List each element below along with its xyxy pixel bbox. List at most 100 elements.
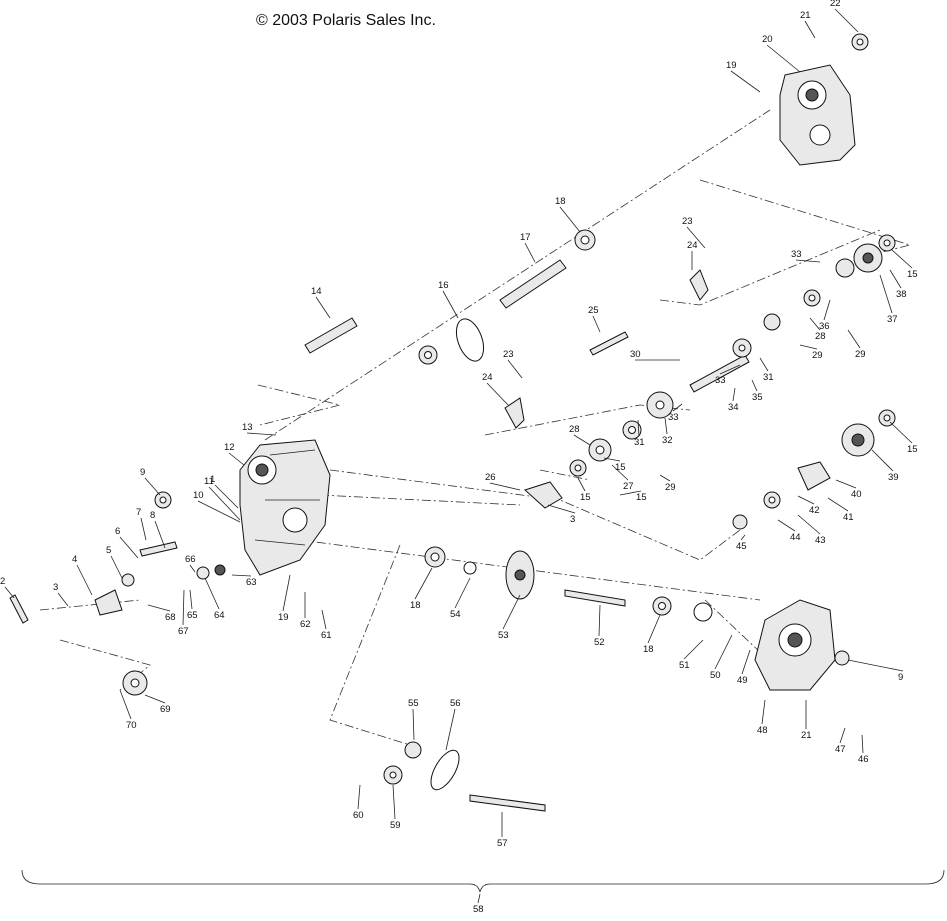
callout-number: 21 bbox=[801, 730, 812, 741]
leader-line bbox=[442, 290, 459, 319]
leader-line bbox=[871, 449, 894, 472]
callout-number: 29 bbox=[855, 349, 866, 360]
callout-number: 33 bbox=[715, 375, 726, 386]
leader-line bbox=[445, 708, 456, 751]
leader-line bbox=[454, 577, 471, 609]
leader-line bbox=[619, 490, 642, 496]
leader-line bbox=[76, 564, 93, 596]
callout-number: 27 bbox=[623, 481, 634, 492]
callout-number: 29 bbox=[812, 350, 823, 361]
callout-number: 48 bbox=[757, 725, 768, 736]
leader-line bbox=[839, 727, 846, 744]
leader-line bbox=[809, 317, 821, 331]
leader-line bbox=[214, 484, 239, 509]
leader-line bbox=[559, 206, 581, 233]
leader-line bbox=[321, 609, 327, 630]
leader-line bbox=[204, 577, 220, 610]
callout-number: 23 bbox=[682, 216, 693, 227]
side-cover bbox=[754, 599, 836, 691]
callout-number: 33 bbox=[668, 412, 679, 423]
callout-number: 45 bbox=[736, 541, 747, 552]
callout-number: 2 bbox=[0, 576, 5, 587]
callout-number: 29 bbox=[665, 482, 676, 493]
leader-line bbox=[246, 432, 277, 436]
callout-number: 23 bbox=[503, 349, 514, 360]
leader-line bbox=[761, 699, 766, 725]
callout-number: 64 bbox=[214, 610, 225, 621]
callout-number: 11 bbox=[204, 476, 214, 487]
callout-number: 18 bbox=[410, 600, 421, 611]
callout-number: 16 bbox=[438, 280, 449, 291]
shafts bbox=[9, 259, 750, 812]
leader-line bbox=[189, 589, 193, 610]
callout-number: 31 bbox=[634, 437, 645, 448]
callout-number: 24 bbox=[687, 240, 698, 251]
leader-line bbox=[759, 357, 769, 372]
leader-line bbox=[282, 574, 291, 612]
leader-line bbox=[110, 555, 123, 579]
leader-line bbox=[730, 70, 761, 93]
callout-number: 28 bbox=[569, 424, 580, 435]
callout-number: 15 bbox=[636, 492, 647, 503]
callout-number: 28 bbox=[815, 331, 826, 342]
leader-line bbox=[502, 594, 521, 630]
callout-number: 50 bbox=[710, 670, 721, 681]
main-gearcase bbox=[239, 439, 331, 576]
leader-line bbox=[547, 504, 576, 514]
callout-number: 7 bbox=[136, 507, 141, 518]
callout-number: 8 bbox=[150, 510, 155, 521]
leader-line bbox=[119, 689, 132, 720]
callout-number: 15 bbox=[907, 444, 918, 455]
callout-number: 55 bbox=[408, 698, 419, 709]
leader-line bbox=[741, 649, 751, 675]
leader-line bbox=[507, 359, 523, 379]
leader-line bbox=[719, 364, 741, 375]
callout-number: 33 bbox=[791, 249, 802, 260]
callout-number: 34 bbox=[728, 402, 739, 413]
callout-number: 61 bbox=[321, 630, 332, 641]
callout-number: 56 bbox=[450, 698, 461, 709]
leader-line bbox=[414, 567, 433, 600]
leader-line bbox=[827, 497, 849, 512]
callout-number: 39 bbox=[888, 472, 899, 483]
leader-line bbox=[182, 589, 185, 626]
leader-line bbox=[647, 614, 661, 644]
leader-line bbox=[795, 259, 821, 263]
callout-number: 10 bbox=[193, 490, 204, 501]
leader-line bbox=[119, 536, 139, 559]
leader-line bbox=[823, 299, 831, 321]
leader-line bbox=[144, 694, 166, 704]
callout-number: 13 bbox=[242, 422, 253, 433]
callout-number: 12 bbox=[224, 442, 235, 453]
callout-number: 32 bbox=[662, 435, 673, 446]
leader-line bbox=[154, 520, 166, 549]
callout-number: 59 bbox=[390, 820, 401, 831]
callout-number: 66 bbox=[185, 554, 196, 565]
leader-line bbox=[603, 457, 621, 462]
leader-line bbox=[683, 639, 704, 660]
leader-line bbox=[412, 708, 415, 741]
callout-number: 51 bbox=[679, 660, 690, 671]
callout-number: 41 bbox=[843, 512, 854, 523]
leader-line bbox=[477, 893, 481, 904]
leader-line bbox=[672, 403, 683, 412]
leader-line bbox=[315, 296, 331, 319]
leader-line bbox=[189, 564, 196, 573]
callout-number: 69 bbox=[160, 704, 171, 715]
callout-number: 1 bbox=[210, 474, 215, 485]
leader-line bbox=[847, 659, 904, 672]
callout-number: 20 bbox=[762, 34, 773, 45]
callout-number: 25 bbox=[588, 305, 599, 316]
leader-line bbox=[847, 329, 861, 349]
callout-number: 19 bbox=[278, 612, 289, 623]
leader-line bbox=[524, 242, 536, 263]
callout-number: 3 bbox=[570, 514, 575, 525]
callout-number: 49 bbox=[737, 675, 748, 686]
assembly-lines bbox=[39, 109, 912, 746]
callout-number: 38 bbox=[896, 289, 907, 300]
callout-number: 54 bbox=[450, 609, 461, 620]
leader-line bbox=[797, 514, 821, 535]
callout-number: 5 bbox=[106, 545, 111, 556]
